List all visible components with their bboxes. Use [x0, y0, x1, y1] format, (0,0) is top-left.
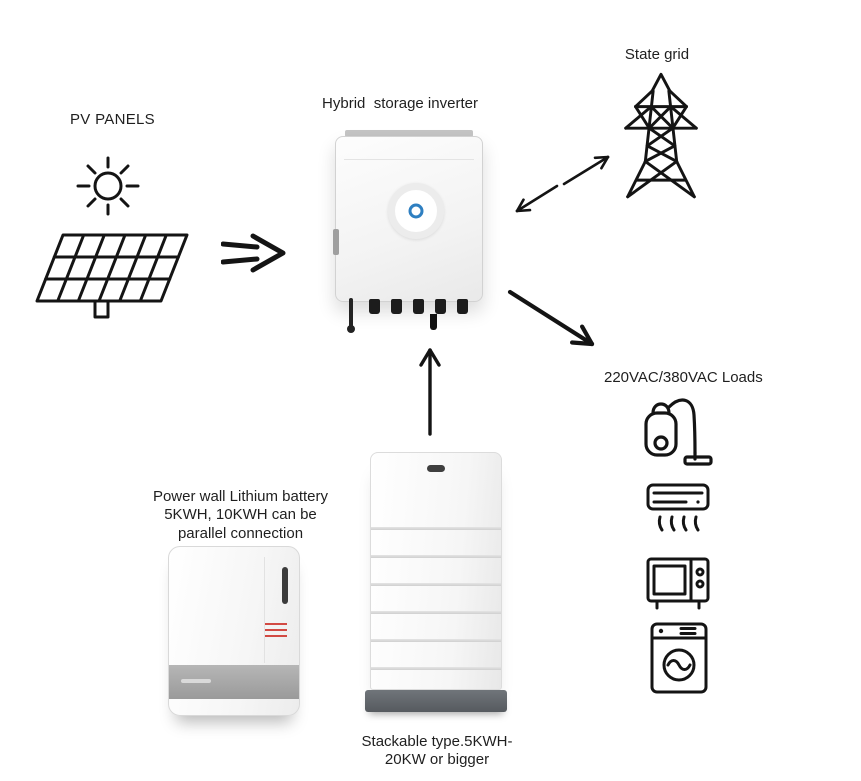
- stackable-battery-indicator: [427, 465, 445, 472]
- arrow-pv-to-inverter-icon: [221, 232, 289, 274]
- stackable-module-seam: [371, 555, 501, 558]
- stackable-module-seam: [371, 611, 501, 614]
- inverter-mount-bracket: [345, 130, 473, 137]
- stackable-battery-base: [365, 690, 507, 712]
- hybrid-inverter-image: [333, 130, 483, 335]
- loads-label: 220VAC/380VAC Loads: [604, 369, 763, 386]
- stackable-module-seam: [371, 639, 501, 642]
- inverter-port: [457, 299, 468, 314]
- powerwall-vent-slot: [282, 567, 288, 604]
- stackable-module-seam: [371, 527, 501, 530]
- stackable-battery-image: [365, 452, 507, 712]
- washing-machine-icon: [649, 621, 709, 695]
- inverter-logo-icon: [408, 203, 424, 219]
- transmission-tower-icon: [612, 70, 710, 202]
- powerwall-label: Power wall Lithium battery 5KWH, 10KWH c…: [152, 488, 329, 542]
- inverter-port: [391, 299, 402, 314]
- powerwall-battery-image: [168, 546, 300, 716]
- sun-icon: [70, 144, 146, 220]
- solar-panel-icon: [33, 231, 191, 323]
- stackable-battery-body: [370, 452, 502, 690]
- arrow-inverter-to-loads-icon: [504, 286, 604, 356]
- powerwall-warning-label: [265, 623, 287, 641]
- microwave-icon: [646, 551, 710, 613]
- powerwall-seam: [264, 557, 265, 663]
- stackable-module-seam: [371, 667, 501, 670]
- inverter-cable-gland: [430, 314, 437, 330]
- inverter-body: [333, 136, 483, 302]
- powerwall-body: [168, 546, 300, 716]
- inverter-logo-ring: [388, 183, 444, 239]
- inverter-port: [413, 299, 424, 314]
- inverter-ports: [369, 299, 468, 314]
- arrow-battery-to-inverter-icon: [415, 344, 445, 440]
- air-conditioner-icon: [646, 477, 710, 541]
- stackable-caption: Stackable type.5KWH- 20KW or bigger: [361, 733, 513, 769]
- stackable-module-seam: [371, 583, 501, 586]
- inverter-port: [369, 299, 380, 314]
- inverter-side-label: [333, 229, 339, 255]
- inverter-antenna: [347, 298, 355, 333]
- powerwall-gray-band: [169, 665, 299, 699]
- inverter-port: [435, 299, 446, 314]
- state-grid-label: State grid: [624, 46, 690, 63]
- arrow-grid-to-inverter-icon: [511, 182, 563, 216]
- inverter-label: Hybrid storage inverter: [322, 95, 478, 112]
- pv-panels-label: PV PANELS: [70, 111, 155, 128]
- powerwall-brand-mark: [181, 679, 211, 683]
- vacuum-cleaner-icon: [637, 391, 715, 473]
- arrow-inverter-to-grid-icon: [562, 152, 614, 190]
